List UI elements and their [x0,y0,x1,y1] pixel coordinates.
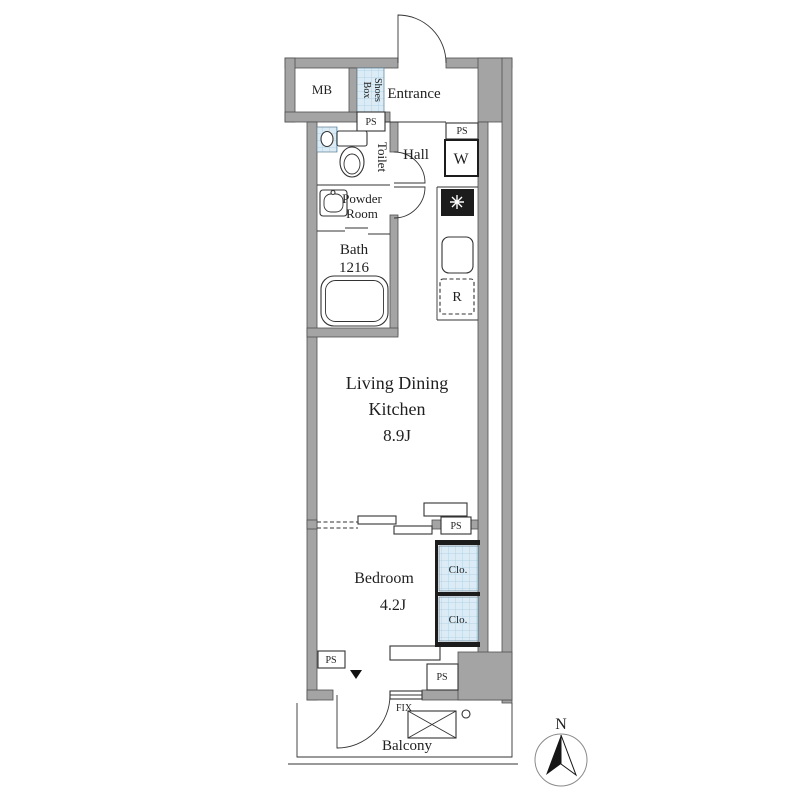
closets [435,540,480,647]
wall-bottom-left [306,689,334,701]
sliding-door-panel-1 [357,515,397,525]
closet-wall-middle [435,592,480,596]
label-bath-size: 1216 [339,260,370,276]
room-labels: MB Shoes Box Entrance PS PS PS PS PS Toi… [312,78,567,754]
balcony-area [288,670,518,765]
label-ps-ldk: PS [450,521,461,532]
kitchen-counter-outline [436,186,478,321]
closet-door-panel-upper [423,502,468,517]
label-shoes-line2: Box [361,82,372,99]
sliding-door-panel-2 [393,525,433,535]
closet-wall-top [435,540,480,545]
balcony-door-arc [336,694,391,749]
label-shoes-line1: Shoes [372,78,383,102]
powder-faucet [330,189,336,196]
powder-door-arc [393,186,426,219]
powder-sink-fixture [319,189,348,217]
toilet-tank [336,130,368,147]
washer-box [444,139,479,177]
label-mb: MB [312,82,333,97]
label-ps-bottom: PS [436,672,447,683]
wall-ldk-bedroom-left [306,519,318,530]
label-north: N [555,716,567,733]
label-ps-entrance: PS [365,117,376,128]
stove-burner-icon [450,195,464,209]
closet-door-panel-lower [389,645,441,661]
closet-wall-left [435,540,438,647]
doors [336,14,468,749]
label-ps-hall: PS [456,126,467,137]
kitchen-sink [441,236,474,274]
bedroom-opening-dashed [317,521,358,529]
drain-circle [461,709,471,719]
label-entrance: Entrance [387,86,441,102]
ps-box-entrance [356,111,386,132]
wall-bath-bottom [306,327,399,338]
label-balcony: Balcony [382,738,432,754]
toilet-sink-basin [320,130,334,148]
kitchen-fixtures [439,189,475,315]
powder-bath-sliding-door [317,227,390,235]
balcony-railing [296,703,513,758]
wall-top-right-block [477,57,507,123]
wall-mb-shoes-partition [348,67,358,113]
label-bedroom-size: 4.2J [380,597,406,614]
label-refrigerator: R [452,290,462,305]
label-washer: W [453,151,469,168]
compass-arrow-light [560,734,578,777]
closet-wall-bottom [435,642,480,647]
direction-triangle [350,670,362,679]
compass-arrow-dark [546,735,561,775]
interior-lines [317,121,478,529]
ps-box-ldk [440,516,472,535]
walls [284,57,513,704]
label-hall: Hall [403,147,429,163]
label-ldk-line1: Living Dining [346,373,449,393]
bathtub [320,275,389,327]
label-closet-upper: Clo. [449,564,468,576]
label-ldk-size: 8.9J [383,426,411,445]
refrigerator-box [439,278,475,315]
label-ldk-line2: Kitchen [369,399,426,419]
wall-mb-bottom [284,111,391,123]
closet-upper [438,545,479,592]
wall-sanitary-right-lower [389,214,399,336]
label-bath: Bath [340,242,369,258]
label-powder-line2: Room [346,206,378,221]
label-closet-lower: Clo. [449,614,468,626]
toilet-fixture [320,130,368,178]
north-compass [534,733,588,787]
bathtub-outer [320,275,389,327]
wall-sanitary-right-upper [389,121,399,153]
label-powder-line1: Powder [342,191,382,206]
label-ps-bedroom: PS [325,655,336,666]
label-fix: FIX [396,703,413,714]
toilet-bowl [339,146,365,178]
bathtub-inner [325,280,384,322]
toilet-bowl-inner [343,153,361,175]
label-bedroom: Bedroom [354,570,414,587]
wall-bottom-right-block [457,651,513,701]
toilet-door-arc [393,151,426,184]
balcony-hatch-cross [407,710,457,739]
wall-outer-right [501,57,513,704]
ps-box-bedroom [317,650,346,669]
closet-lower [438,596,479,642]
ps-box-bottom [426,663,459,691]
entrance-door-arc [397,14,447,64]
label-toilet: Toilet [375,142,390,173]
wall-unit-left [306,121,318,701]
wall-top-left [284,57,399,69]
wall-unit-right [477,121,489,701]
